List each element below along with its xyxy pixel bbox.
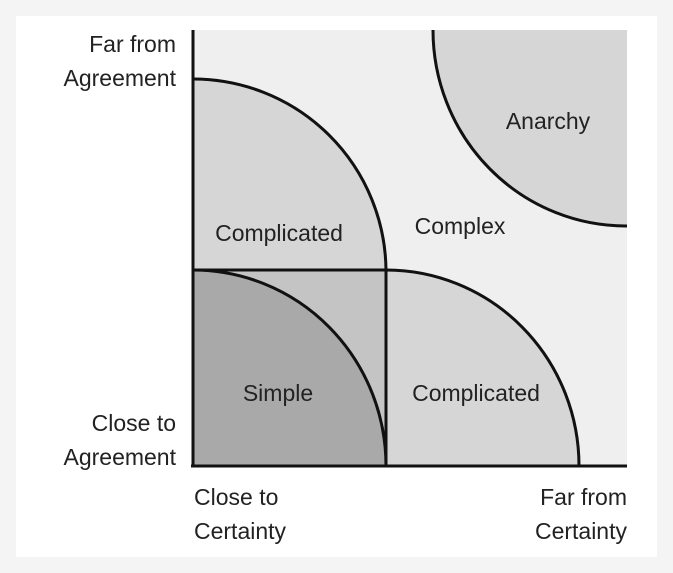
x-axis-right-label-line2: Certainty <box>535 518 628 544</box>
complicated-upper-boundary <box>192 77 388 271</box>
anarchy-boundary <box>431 29 628 228</box>
y-axis-top-label-line1: Far from <box>89 31 176 57</box>
complex-label: Complex <box>415 213 506 239</box>
y-axis-bottom-label-line1: Close to <box>92 410 176 436</box>
y-axis-top-label-line2: Agreement <box>63 65 176 91</box>
complicated-right-label: Complicated <box>412 380 540 406</box>
y-axis-bottom-label-line2: Agreement <box>63 444 176 470</box>
x-axis-right-label-line1: Far from <box>540 484 627 510</box>
complicated-upper-label: Complicated <box>215 220 343 246</box>
x-axis-left-label-line2: Certainty <box>194 518 287 544</box>
anarchy-region <box>433 30 627 227</box>
anarchy-label: Anarchy <box>506 108 591 134</box>
simple-region <box>193 270 386 466</box>
simple-label: Simple <box>243 380 313 406</box>
simple-boundary <box>192 268 388 467</box>
complicated-right-boundary <box>385 268 581 467</box>
x-axis-left-label-line1: Close to <box>194 484 278 510</box>
